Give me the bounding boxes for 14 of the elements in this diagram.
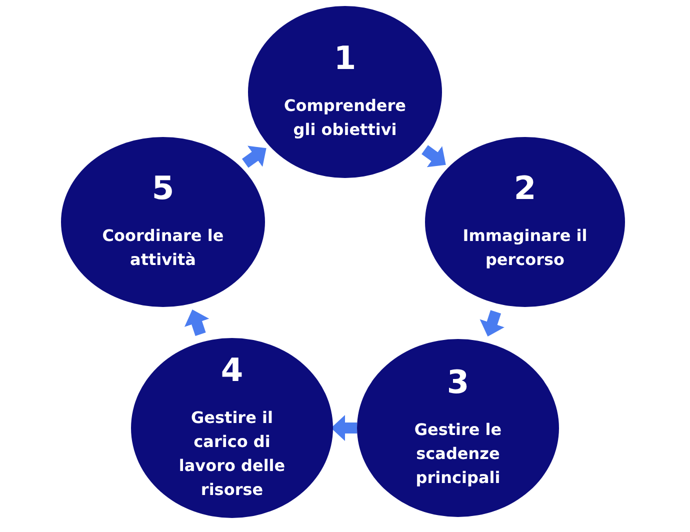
arrow <box>480 310 504 336</box>
arrow <box>331 415 357 441</box>
step-number: 5 <box>152 172 174 204</box>
step-label: Coordinare le attività <box>101 225 225 271</box>
step-number: 4 <box>220 354 244 386</box>
step-number: 3 <box>446 366 470 398</box>
step-number: 1 <box>334 42 356 74</box>
step-number: 2 <box>514 172 536 204</box>
step-label: Gestire il carico di lavoro delle risorse <box>178 407 286 501</box>
arrow <box>422 145 446 168</box>
step-label: Immaginare il percorso <box>462 225 588 271</box>
step-label: Gestire le scadenze principali <box>413 419 503 489</box>
step-label: Comprendere gli obiettivi <box>282 95 408 141</box>
arrow <box>184 310 210 336</box>
